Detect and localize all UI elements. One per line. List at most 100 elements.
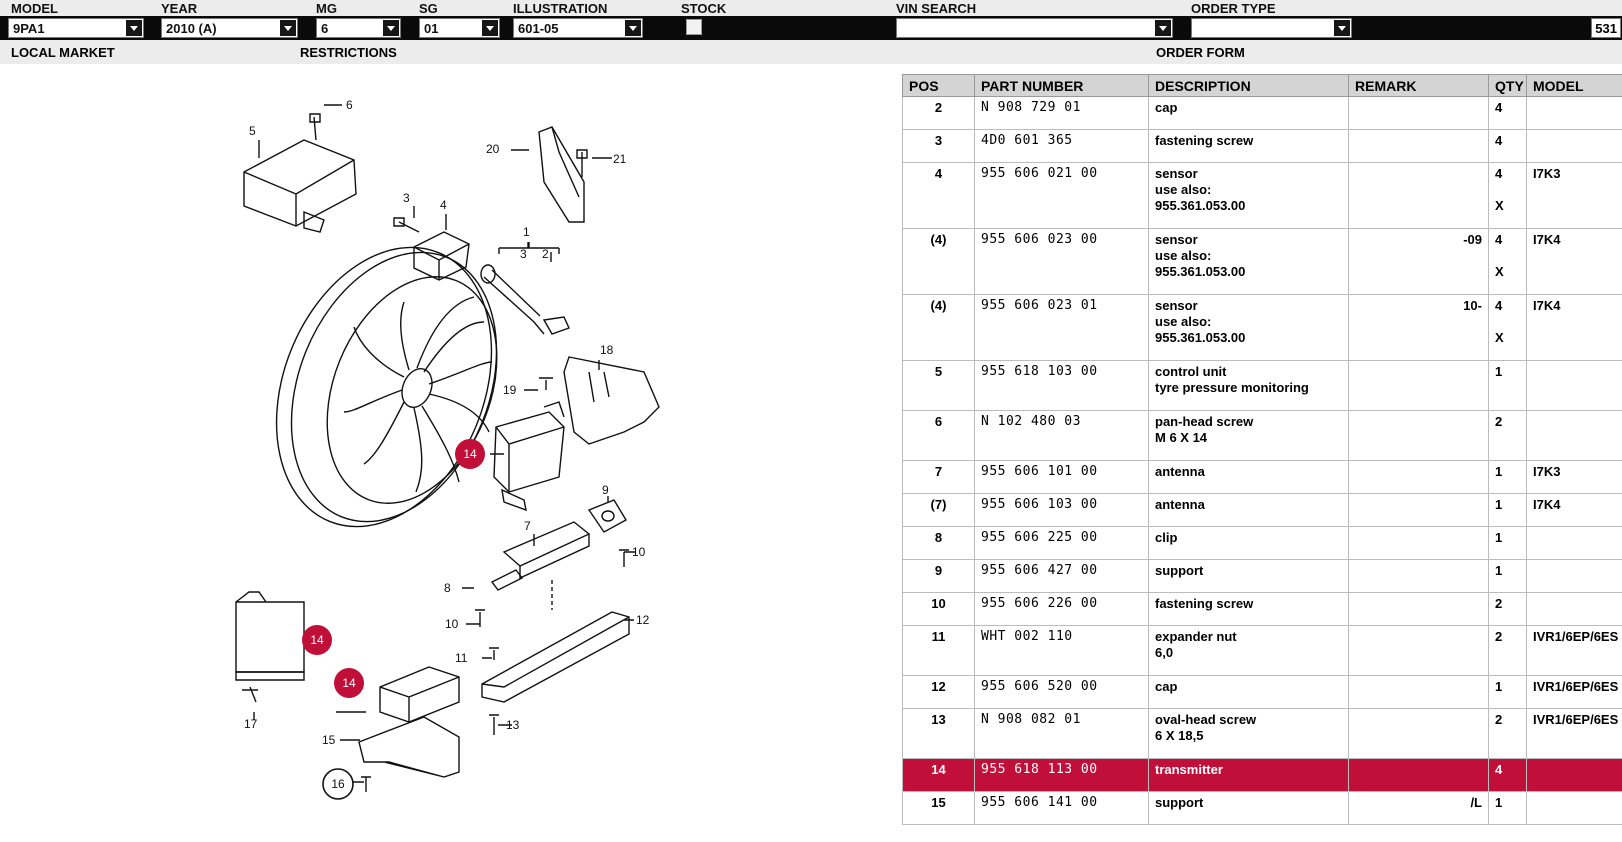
cell-pos: 3 bbox=[902, 129, 975, 163]
order-form-link[interactable]: ORDER FORM bbox=[1156, 45, 1245, 60]
description-line: 955.361.053.00 bbox=[1155, 264, 1246, 279]
description-line: support bbox=[1155, 795, 1204, 810]
cell-part-number: 955 606 427 00 bbox=[974, 559, 1149, 593]
cell-description: antenna bbox=[1148, 460, 1349, 494]
highlighted-callouts[interactable]: 14 14 14 16 bbox=[302, 439, 485, 800]
qty-line: 2 bbox=[1495, 629, 1503, 644]
stock-checkbox[interactable] bbox=[686, 19, 702, 35]
col-model[interactable]: MODEL bbox=[1526, 74, 1622, 97]
col-description[interactable]: DESCRIPTION bbox=[1148, 74, 1349, 97]
cell-pos: 9 bbox=[902, 559, 975, 593]
cell-description: antenna bbox=[1148, 493, 1349, 527]
description-line: oval-head screw bbox=[1155, 712, 1257, 727]
local-market-link[interactable]: LOCAL MARKET bbox=[11, 45, 115, 60]
chevron-down-icon[interactable] bbox=[482, 20, 498, 36]
qty-line: 1 bbox=[1495, 795, 1503, 810]
chevron-down-icon[interactable] bbox=[280, 20, 296, 36]
description-line: 955.361.053.00 bbox=[1155, 330, 1246, 345]
cell-pos: 11 bbox=[902, 625, 975, 676]
qty-line bbox=[1495, 314, 1520, 330]
mg-select[interactable]: 6 bbox=[316, 18, 401, 38]
year-select[interactable]: 2010 (A) bbox=[161, 18, 298, 38]
cell-remark bbox=[1348, 526, 1489, 560]
chevron-down-icon[interactable] bbox=[1334, 20, 1350, 36]
col-part-number[interactable]: PART NUMBER bbox=[974, 74, 1149, 97]
cell-part-number: 955 606 023 00 bbox=[974, 228, 1149, 295]
page-number-field[interactable]: 531 bbox=[1591, 18, 1621, 38]
restrictions-link[interactable]: RESTRICTIONS bbox=[300, 45, 397, 60]
cell-qty: 4 bbox=[1488, 129, 1527, 163]
callout-14-middle[interactable]: 14 bbox=[334, 668, 364, 698]
cell-part-number: 955 618 113 00 bbox=[974, 758, 1149, 792]
cell-remark bbox=[1348, 410, 1489, 461]
description-line: clip bbox=[1155, 530, 1178, 545]
cell-qty: 2 bbox=[1488, 410, 1527, 461]
chevron-down-icon[interactable] bbox=[126, 20, 142, 36]
callout-6: 6 bbox=[346, 98, 353, 112]
callout-3b: 3 bbox=[520, 247, 527, 261]
chevron-down-icon[interactable] bbox=[625, 20, 641, 36]
qty-line: 4 bbox=[1495, 762, 1503, 777]
sg-select[interactable]: 01 bbox=[419, 18, 500, 38]
exploded-view-drawing: 6 5 20 21 3 4 1 3 2 18 19 9 7 10 8 12 10… bbox=[235, 98, 660, 800]
cell-model: I7K3 bbox=[1526, 460, 1622, 494]
description-line: antenna bbox=[1155, 497, 1205, 512]
cell-pos: 2 bbox=[902, 96, 975, 130]
model-select[interactable]: 9PA1 bbox=[8, 18, 144, 38]
callout-14-left[interactable]: 14 bbox=[302, 625, 332, 655]
cell-part-number: 955 606 225 00 bbox=[974, 526, 1149, 560]
illustration-select[interactable]: 601-05 bbox=[513, 18, 643, 38]
qty-line: 2 bbox=[1495, 712, 1503, 727]
description-line: use also: bbox=[1155, 248, 1212, 263]
cell-qty: 1 bbox=[1488, 493, 1527, 527]
chevron-down-icon[interactable] bbox=[383, 20, 399, 36]
qty-line bbox=[1495, 248, 1520, 264]
cell-part-number: 955 606 226 00 bbox=[974, 592, 1149, 626]
qty-line bbox=[1495, 182, 1520, 198]
col-remark[interactable]: REMARK bbox=[1348, 74, 1489, 97]
callout-10b: 10 bbox=[445, 617, 459, 631]
callout-14-upper[interactable]: 14 bbox=[455, 439, 485, 469]
callout-16[interactable]: 16 bbox=[322, 768, 354, 800]
cell-pos: 13 bbox=[902, 708, 975, 759]
qty-line: X bbox=[1495, 198, 1504, 213]
callout-20: 20 bbox=[486, 142, 500, 156]
description-line: fastening screw bbox=[1155, 596, 1254, 611]
col-qty[interactable]: QTY bbox=[1488, 74, 1527, 97]
cell-pos: (4) bbox=[902, 294, 975, 361]
order-type-select[interactable] bbox=[1191, 18, 1352, 38]
description-line: sensor bbox=[1155, 232, 1198, 247]
cell-pos: 4 bbox=[902, 162, 975, 229]
cell-qty: 1 bbox=[1488, 460, 1527, 494]
chevron-down-icon[interactable] bbox=[1155, 20, 1171, 36]
qty-line: 1 bbox=[1495, 530, 1503, 545]
qty-line: 1 bbox=[1495, 679, 1503, 694]
cell-model bbox=[1526, 592, 1622, 626]
vin-search-select[interactable] bbox=[896, 18, 1173, 38]
cell-part-number: N 908 082 01 bbox=[974, 708, 1149, 759]
col-pos[interactable]: POS bbox=[902, 74, 975, 97]
description-line: antenna bbox=[1155, 464, 1205, 479]
cell-pos: 10 bbox=[902, 592, 975, 626]
callout-7: 7 bbox=[524, 519, 531, 533]
cell-model: I7K4 bbox=[1526, 294, 1622, 361]
